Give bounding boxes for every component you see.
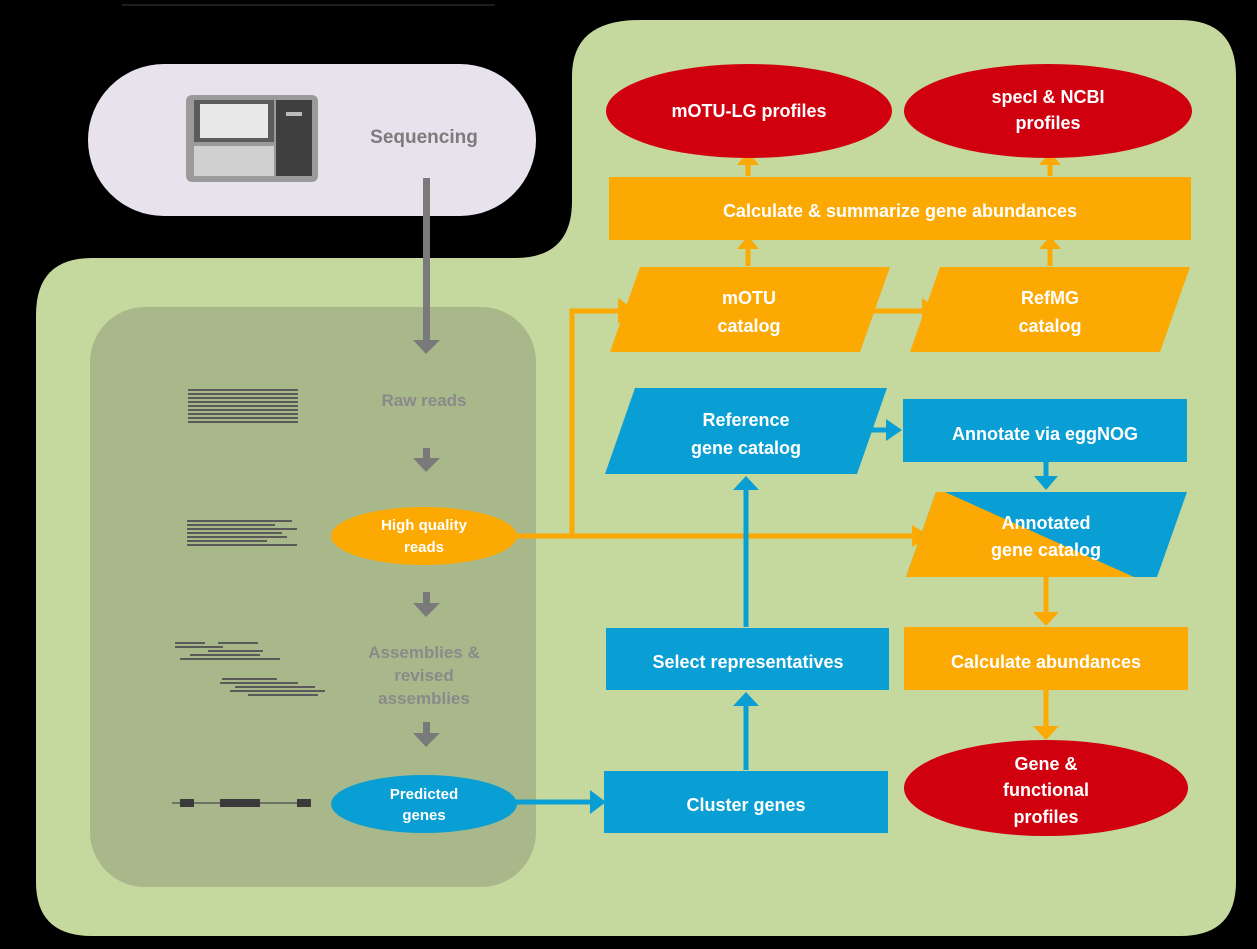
speci-ncbi-profiles-node <box>904 64 1192 158</box>
predicted-genes-label: Predicted <box>390 786 458 803</box>
assemblies-glyph <box>175 642 325 696</box>
annotate-eggnog-node <box>903 399 1187 462</box>
svg-text:catalog: catalog <box>717 316 780 336</box>
orange-connectors <box>515 163 1053 728</box>
calculate-abundances-node <box>904 627 1188 690</box>
motu-catalog-node <box>610 267 890 352</box>
annotated-gene-catalog-label: Annotated <box>1002 513 1091 533</box>
select-representatives-label: Select representatives <box>652 652 843 672</box>
raw-reads-glyph <box>188 389 298 423</box>
gene-functional-profiles-label: Gene & <box>1014 754 1077 774</box>
predicted-genes-node <box>331 775 517 833</box>
blue-arrowheads <box>590 419 1058 814</box>
svg-text:gene catalog: gene catalog <box>691 438 801 458</box>
refmg-catalog-node <box>910 267 1190 352</box>
motu-catalog-label: mOTU <box>722 288 776 308</box>
predicted-genes-glyph <box>172 799 311 807</box>
svg-text:assemblies: assemblies <box>378 689 470 708</box>
svg-text:catalog: catalog <box>1018 316 1081 336</box>
svg-text:reads: reads <box>404 539 444 556</box>
motu-lg-profiles-node <box>606 64 892 158</box>
select-representatives-node <box>606 628 889 690</box>
annotate-eggnog-label: Annotate via eggNOG <box>952 424 1138 444</box>
sequencer-image <box>186 95 318 182</box>
blue-connectors <box>515 427 1049 805</box>
sequencing-label: Sequencing <box>370 127 478 148</box>
annotated-gene-catalog-node <box>906 492 1187 577</box>
svg-text:profiles: profiles <box>1015 113 1080 133</box>
motu-lg-profiles-label: mOTU-LG profiles <box>671 101 826 121</box>
calc-summarize-label: Calculate & summarize gene abundances <box>723 201 1077 221</box>
svg-text:Assemblies &: Assemblies & <box>368 643 480 662</box>
cluster-genes-node <box>604 771 888 833</box>
svg-text:functional: functional <box>1003 780 1089 800</box>
assemblies-label: Assemblies & revised assemblies <box>368 643 480 708</box>
svg-text:profiles: profiles <box>1013 807 1078 827</box>
calc-summarize-node <box>609 177 1191 240</box>
svg-text:revised: revised <box>394 666 454 685</box>
raw-reads-label: Raw reads <box>381 391 466 410</box>
svg-text:gene catalog: gene catalog <box>991 540 1101 560</box>
reference-gene-catalog-node <box>605 388 887 474</box>
calculate-abundances-label: Calculate abundances <box>951 652 1141 672</box>
gene-functional-profiles-node <box>904 740 1188 836</box>
cluster-genes-label: Cluster genes <box>686 795 805 815</box>
high-quality-reads-node <box>331 507 517 565</box>
high-quality-reads-label: High quality <box>381 517 467 534</box>
reference-gene-catalog-label: Reference <box>702 410 789 430</box>
svg-text:genes: genes <box>402 807 445 824</box>
refmg-catalog-label: RefMG <box>1021 288 1079 308</box>
hq-reads-glyph <box>187 520 297 546</box>
speci-ncbi-profiles-label: specI & NCBI <box>991 87 1104 107</box>
gray-arrows <box>413 178 440 747</box>
